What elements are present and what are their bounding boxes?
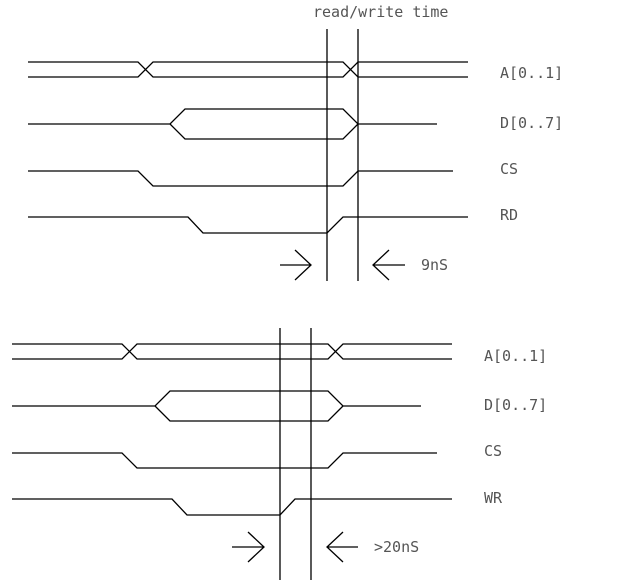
cs-waveform [12,452,437,469]
signal-label-address: A[0..1] [484,347,547,365]
signal-label-wr: WR [484,489,503,507]
data-bus-waveform [28,108,437,140]
left-arrow-icon [372,249,405,281]
read-write-time-title: read/write time [313,3,448,21]
left-arrow-icon [326,531,358,563]
read-timing-diagram: read/write time 9nS A[0..1] D[0..7] CS R… [28,3,563,281]
address-bus-waveform [28,61,468,78]
timing-marker-lines [326,29,359,281]
right-arrow-icon [280,249,312,281]
signal-label-data: D[0..7] [500,114,563,132]
right-arrow-icon [232,531,265,563]
timing-label: >20nS [374,538,419,556]
timing-label: 9nS [421,256,448,274]
signal-label-cs: CS [484,442,502,460]
write-timing-diagram: >20nS A[0..1] D[0..7] CS WR [12,328,547,580]
wr-waveform [12,498,452,516]
signal-label-data: D[0..7] [484,396,547,414]
rd-waveform [28,216,468,234]
address-bus-waveform [12,343,452,360]
data-bus-waveform [12,390,421,422]
signal-label-address: A[0..1] [500,64,563,82]
timing-marker-lines [279,328,312,580]
cs-waveform [28,170,453,187]
signal-label-cs: CS [500,160,518,178]
signal-label-rd: RD [500,206,518,224]
